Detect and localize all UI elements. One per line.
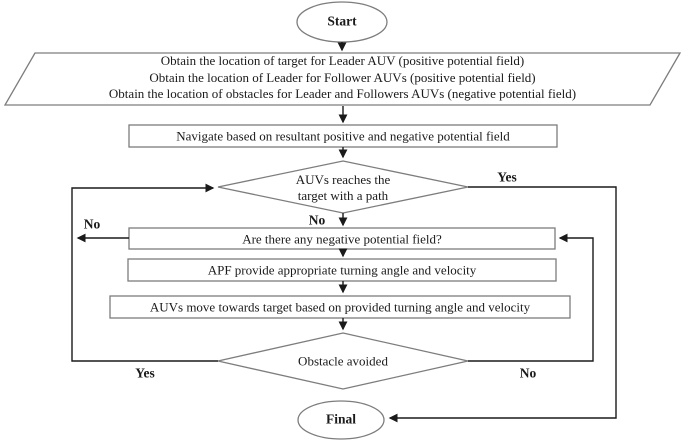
edge-label-reach-no: No [308,212,326,228]
shape-layer [3,1,682,440]
reach-target-decision-line2: target with a path [297,188,389,203]
apf-label: APF provide appropriate turning angle an… [207,262,477,278]
reach-target-decision-label: AUVs reaches the target with a path [296,172,391,204]
start-label: Start [327,13,357,29]
obstacle-decision-shape [217,332,469,390]
edge-label-obstacle-no: No [519,365,537,381]
apf-process-shape [127,258,557,282]
io-line-3: Obtain the location of obstacles for Lea… [108,86,577,101]
io-parallelogram-shape [3,52,682,106]
final-terminator-shape [297,400,385,440]
obstacle-decision-label: Obstacle avoided [298,353,388,369]
move-label: AUVs move towards target based on provid… [149,299,531,315]
reach-target-decision-line1: AUVs reaches the [295,172,391,187]
negative-field-label: Are there any negative potential field? [242,231,442,247]
edge-label-reach-yes: Yes [497,169,517,185]
connector-layer [71,42,617,423]
io-line-2: Obtain the location of Leader for Follow… [149,69,536,85]
final-label: Final [325,411,357,427]
edge-obstacle-no-to-negative [468,233,594,362]
io-line-1: Obtain the location of target for Leader… [160,53,525,68]
edge-label-negative-no: No [83,216,101,232]
edge-label-obstacle-yes: Yes [135,365,155,381]
navigate-label: Navigate based on resultant positive and… [176,128,510,144]
move-process-shape [109,295,571,319]
io-text: Obtain the location of target for Leader… [0,53,685,103]
edge-reach-yes-to-final [388,186,617,423]
edge-obstacle-yes-to-reach-decision [71,183,218,362]
